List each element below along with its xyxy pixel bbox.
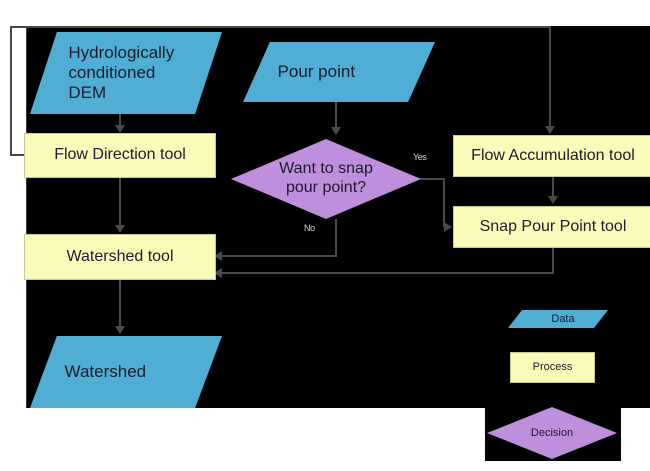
arrowhead-no-to-watershedtool — [214, 251, 222, 261]
node-flow-direction-tool[interactable]: Flow Direction tool — [24, 133, 216, 178]
legend-label: Process — [532, 361, 573, 374]
node-watershed-tool[interactable]: Watershed tool — [24, 234, 216, 280]
connector-yes-down — [443, 178, 445, 227]
arrowhead-snappourpoint-to-watershedtool — [214, 268, 222, 278]
connector-yes-right — [420, 178, 445, 180]
connector-snappourpoint-down — [552, 248, 554, 273]
node-snap-pour-point-tool[interactable]: Snap Pour Point tool — [453, 206, 650, 248]
node-label: Pour point — [277, 61, 356, 81]
arrowhead-flowdirection-to-watershedtool — [115, 225, 125, 233]
connector-snappourpoint-left — [222, 272, 554, 274]
node-label: Want to snap pour point? — [279, 160, 373, 196]
connector-top-rail-to-flowaccum — [10, 26, 551, 28]
connector-flowdirection-to-watershedtool — [119, 178, 121, 226]
node-label: Snap Pour Point tool — [479, 217, 627, 235]
connector-pourpoint-to-decision — [335, 102, 337, 128]
node-hydrologically-conditioned-dem[interactable]: Hydrologically conditioned DEM — [30, 32, 222, 114]
node-flow-accumulation-tool[interactable]: Flow Accumulation tool — [453, 135, 650, 177]
node-label: Watershed tool — [66, 247, 174, 265]
arrowhead-pourpoint-to-decision — [331, 127, 341, 135]
legend-label: Decision — [530, 426, 574, 439]
node-label: Flow Accumulation tool — [471, 146, 635, 164]
node-label: Watershed — [64, 361, 147, 381]
connector-flowaccum-to-snappourpoint — [552, 177, 554, 197]
connector-flowdirection-up — [10, 27, 12, 155]
connector-flowdirection-left-stub — [10, 154, 26, 156]
legend-label: Data — [551, 312, 575, 325]
arrowhead-dem-to-flowdirection — [115, 125, 125, 133]
node-pour-point[interactable]: Pour point — [243, 42, 435, 102]
legend-item-process: Process — [510, 352, 595, 383]
edge-label-no: No — [304, 223, 315, 233]
connector-no-left — [222, 255, 337, 257]
connector-down-to-flowaccum — [549, 26, 551, 127]
arrowhead-yes-to-snappourpoint — [444, 222, 452, 232]
connector-watershedtool-to-watershed — [119, 280, 121, 327]
arrowhead-to-flowaccum — [545, 126, 555, 134]
connector-dem-to-flowdirection — [119, 114, 121, 126]
edge-label-yes: Yes — [413, 152, 427, 162]
connector-no-down — [335, 219, 337, 256]
arrowhead-watershedtool-to-watershed — [115, 326, 125, 334]
node-watershed[interactable]: Watershed — [30, 336, 222, 408]
legend-item-data: Data — [508, 310, 608, 328]
arrowhead-flowaccum-to-snappourpoint — [548, 196, 558, 204]
node-label: Hydrologically conditioned DEM — [68, 42, 175, 103]
node-label: Flow Direction tool — [54, 146, 186, 164]
